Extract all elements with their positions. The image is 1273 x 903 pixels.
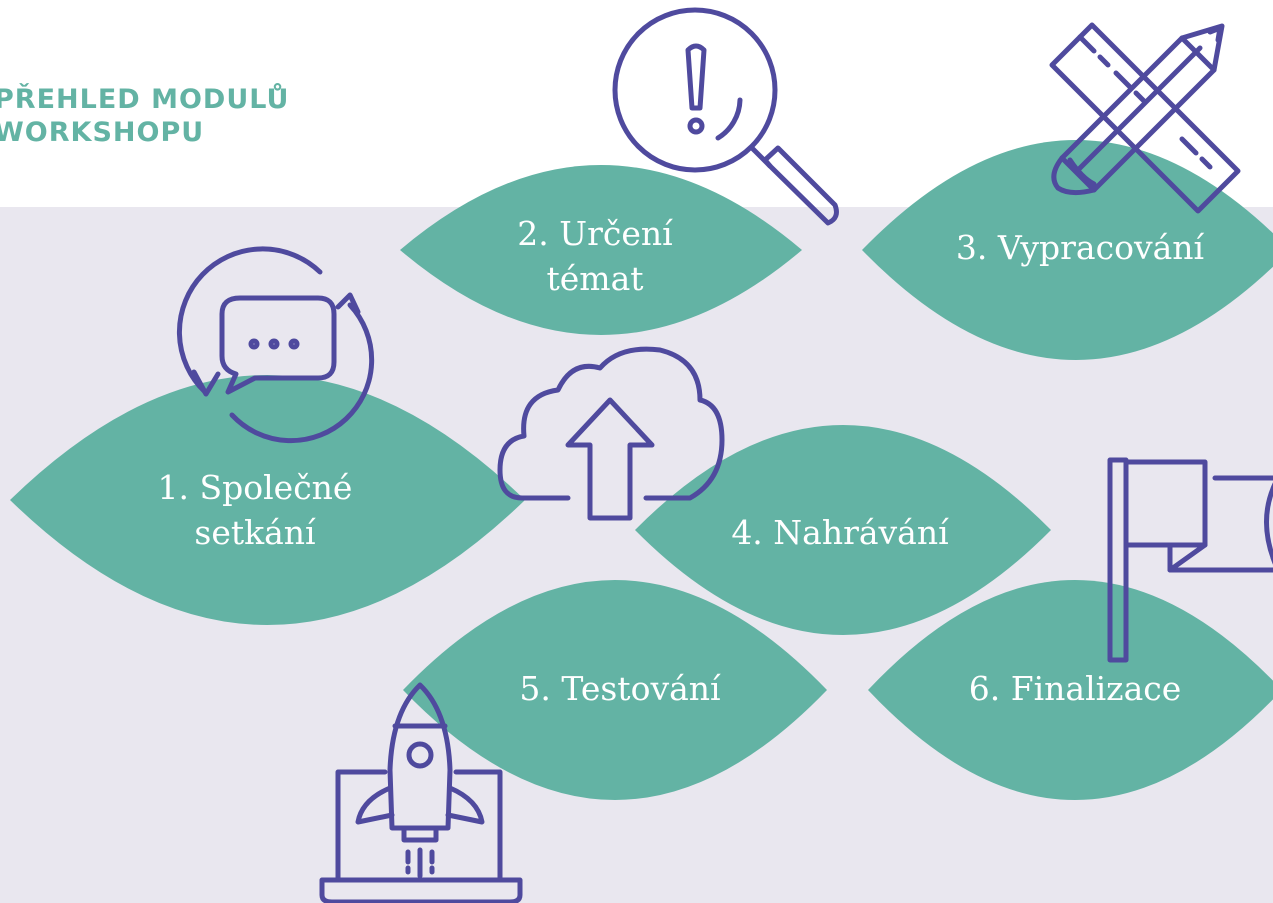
pencil-ruler-icon <box>1049 22 1241 214</box>
page-title: PŘEHLED MODULŮ WORKSHOPU <box>0 83 289 149</box>
cloud-upload-icon <box>497 346 725 521</box>
module-2-leaf <box>400 165 802 335</box>
module-3-leaf <box>862 140 1273 360</box>
page-title-line-2: WORKSHOPU <box>0 117 205 148</box>
module-2-label-line-1: 2. Určení <box>517 214 673 253</box>
module-1-label-line-1: 1. Společné <box>157 468 353 507</box>
rocket-laptop-icon <box>319 682 523 903</box>
flag-icon <box>1107 457 1273 663</box>
module-6-label: 6. Finalizace <box>920 666 1230 711</box>
module-6-label-line-1: 6. Finalizace <box>968 669 1182 708</box>
module-5-label: 5. Testování <box>470 666 770 711</box>
module-4-label-line-1: 4. Nahrávání <box>731 513 949 552</box>
module-6-leaf <box>868 580 1273 800</box>
module-4-leaf <box>635 425 1051 635</box>
module-1-leaf <box>10 375 525 625</box>
module-1-label: 1. Společné setkání <box>130 465 380 555</box>
page-title-line-1: PŘEHLED MODULŮ <box>0 84 290 115</box>
magnifier-alert-icon <box>612 7 839 226</box>
module-2-label-line-2: témat <box>546 259 644 298</box>
module-5-label-line-1: 5. Testování <box>519 669 721 708</box>
module-3-label: 3. Vypracování <box>905 225 1255 270</box>
module-5-leaf <box>403 580 827 800</box>
module-4-label: 4. Nahrávání <box>690 510 990 555</box>
module-1-label-line-2: setkání <box>194 513 316 552</box>
module-2-label: 2. Určení témat <box>490 211 700 301</box>
chat-refresh-icon <box>176 246 375 444</box>
module-3-label-line-1: 3. Vypracování <box>955 228 1205 267</box>
